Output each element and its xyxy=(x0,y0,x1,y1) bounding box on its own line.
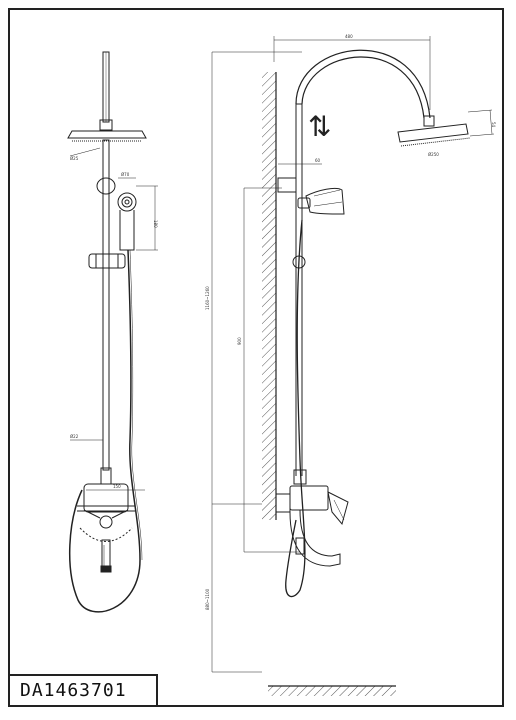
height-adjust-icon: ⇅ xyxy=(308,110,331,143)
arm-reach-label: 480 xyxy=(345,34,353,39)
side-spout-diverter xyxy=(295,537,305,555)
side-shower-head xyxy=(397,123,469,143)
front-view: Ø25 Ø70 180 Ø22 xyxy=(67,51,158,613)
front-handshower-diameter-label: Ø70 xyxy=(121,172,130,177)
mixer-height-label: 880~1100 xyxy=(205,588,210,610)
side-mixer-lever xyxy=(327,491,349,526)
side-diverter xyxy=(293,469,307,485)
side-view: 480 1160~1260 880~1100 900 60 ⇅ xyxy=(205,34,496,696)
front-mixer-width-label: 150 xyxy=(113,484,121,489)
front-handshower-height-label: 180 xyxy=(153,220,158,228)
front-main-pipe xyxy=(102,139,110,471)
bracket-height-label: 900 xyxy=(237,337,242,345)
side-head-connector xyxy=(423,115,435,127)
front-shower-head xyxy=(67,130,147,139)
front-handshower-handle xyxy=(119,210,135,251)
total-height-label: 1160~1260 xyxy=(205,286,210,310)
product-code-box: DA1463701 xyxy=(8,674,158,707)
front-mixer-handle xyxy=(99,515,113,529)
floor-hatch xyxy=(268,686,396,696)
side-head-thickness-label: 54 xyxy=(491,122,496,128)
front-pipe-diameter-label: Ø22 xyxy=(70,434,79,439)
side-handshower-head xyxy=(305,187,345,215)
front-head-connector xyxy=(99,119,113,131)
side-wall-flange xyxy=(275,493,291,513)
side-arm-outer xyxy=(295,49,431,119)
front-slide-holder xyxy=(88,253,126,269)
side-handshower-holder xyxy=(297,197,311,209)
drawing-frame xyxy=(8,8,504,707)
front-handshower-face xyxy=(117,192,137,212)
side-wall-bracket xyxy=(277,177,297,193)
side-head-diameter-label: Ø250 xyxy=(428,152,439,157)
front-escutcheon xyxy=(79,527,133,542)
wall-offset-label: 60 xyxy=(315,158,321,163)
wall-hatch xyxy=(262,72,276,520)
side-mixer-body xyxy=(289,485,329,511)
product-code: DA1463701 xyxy=(20,680,127,701)
front-bracket-ring xyxy=(96,177,116,195)
front-head-diameter-label: Ø25 xyxy=(70,156,79,161)
side-arm-inner xyxy=(301,56,425,119)
side-spout xyxy=(289,509,341,567)
front-mixer-body xyxy=(83,483,129,513)
front-hose xyxy=(68,249,141,613)
side-hose xyxy=(285,219,306,598)
